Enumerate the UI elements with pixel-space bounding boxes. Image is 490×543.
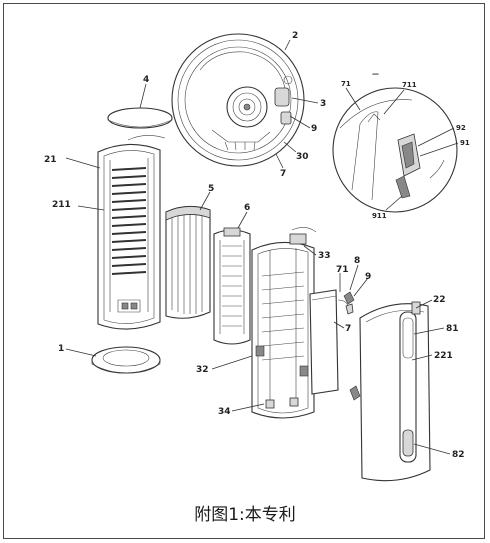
leader-4 bbox=[139, 83, 147, 109]
label-30: 30 bbox=[296, 152, 309, 162]
leader-7-front bbox=[333, 321, 345, 329]
label-34: 34 bbox=[218, 407, 231, 417]
label-8: 8 bbox=[354, 256, 360, 266]
label-33: 33 bbox=[318, 251, 331, 261]
detail-view-circle bbox=[332, 87, 458, 213]
label-32: 32 bbox=[196, 365, 209, 375]
label-81: 81 bbox=[446, 324, 459, 334]
part-7-louver-panel bbox=[309, 289, 349, 395]
leader-911 bbox=[385, 195, 403, 211]
label-4: 4 bbox=[143, 75, 149, 85]
label-911: 911 bbox=[372, 212, 387, 220]
part-221-window bbox=[399, 311, 417, 463]
label-7-front: 7 bbox=[345, 324, 351, 334]
leader-81 bbox=[413, 327, 445, 335]
label-6: 6 bbox=[244, 203, 250, 213]
leader-32 bbox=[211, 355, 253, 370]
leader-221 bbox=[411, 354, 433, 361]
leader-211 bbox=[77, 205, 105, 211]
label-21: 21 bbox=[44, 155, 57, 165]
detail-mark: — bbox=[372, 70, 379, 78]
leader-33 bbox=[303, 245, 317, 256]
part-5-inner-panel bbox=[165, 205, 211, 319]
leader-711 bbox=[383, 89, 405, 115]
part-22-outer-shell bbox=[359, 301, 431, 482]
label-3: 3 bbox=[320, 99, 326, 109]
leader-30 bbox=[283, 141, 297, 153]
label-71-detail: 71 bbox=[341, 80, 351, 88]
leader-1 bbox=[65, 348, 97, 357]
label-221: 221 bbox=[434, 351, 453, 361]
leader-21 bbox=[65, 157, 101, 169]
label-91: 91 bbox=[460, 139, 470, 147]
label-211: 211 bbox=[52, 200, 71, 210]
leader-91 bbox=[419, 142, 459, 157]
label-82: 82 bbox=[452, 450, 465, 460]
filter-grille bbox=[111, 167, 147, 275]
leader-7-top bbox=[275, 153, 284, 169]
leader-22 bbox=[415, 299, 433, 309]
label-2: 2 bbox=[292, 31, 298, 41]
leader-71-detail bbox=[345, 87, 361, 111]
part-33-main-housing bbox=[251, 227, 317, 419]
leader-9-front bbox=[353, 277, 369, 297]
leader-82 bbox=[413, 443, 451, 455]
label-7-top: 7 bbox=[280, 169, 286, 179]
label-9-top: 9 bbox=[311, 124, 317, 134]
figure-caption: 附图1:本专利 bbox=[194, 505, 296, 525]
part-9-clips bbox=[343, 291, 361, 401]
leader-2 bbox=[284, 39, 291, 51]
label-1: 1 bbox=[58, 344, 64, 354]
part-6-fan-cylinder bbox=[213, 227, 251, 345]
part-2-top-housing bbox=[171, 33, 305, 167]
part-1-base-ring bbox=[91, 346, 161, 374]
label-92: 92 bbox=[456, 124, 466, 132]
label-22: 22 bbox=[433, 295, 446, 305]
leader-3 bbox=[291, 97, 319, 104]
part-21-filter-frame bbox=[97, 135, 166, 330]
leader-5 bbox=[199, 191, 211, 211]
label-711: 711 bbox=[402, 81, 417, 89]
part-4-top-disc bbox=[107, 107, 173, 129]
leader-9-top bbox=[289, 115, 311, 129]
leader-6 bbox=[237, 211, 248, 229]
leader-8 bbox=[349, 264, 359, 291]
label-9-front: 9 bbox=[365, 272, 371, 282]
label-5: 5 bbox=[208, 184, 214, 194]
label-71-front: 71 bbox=[336, 265, 349, 275]
leader-92 bbox=[417, 127, 455, 147]
leader-34 bbox=[231, 403, 265, 412]
